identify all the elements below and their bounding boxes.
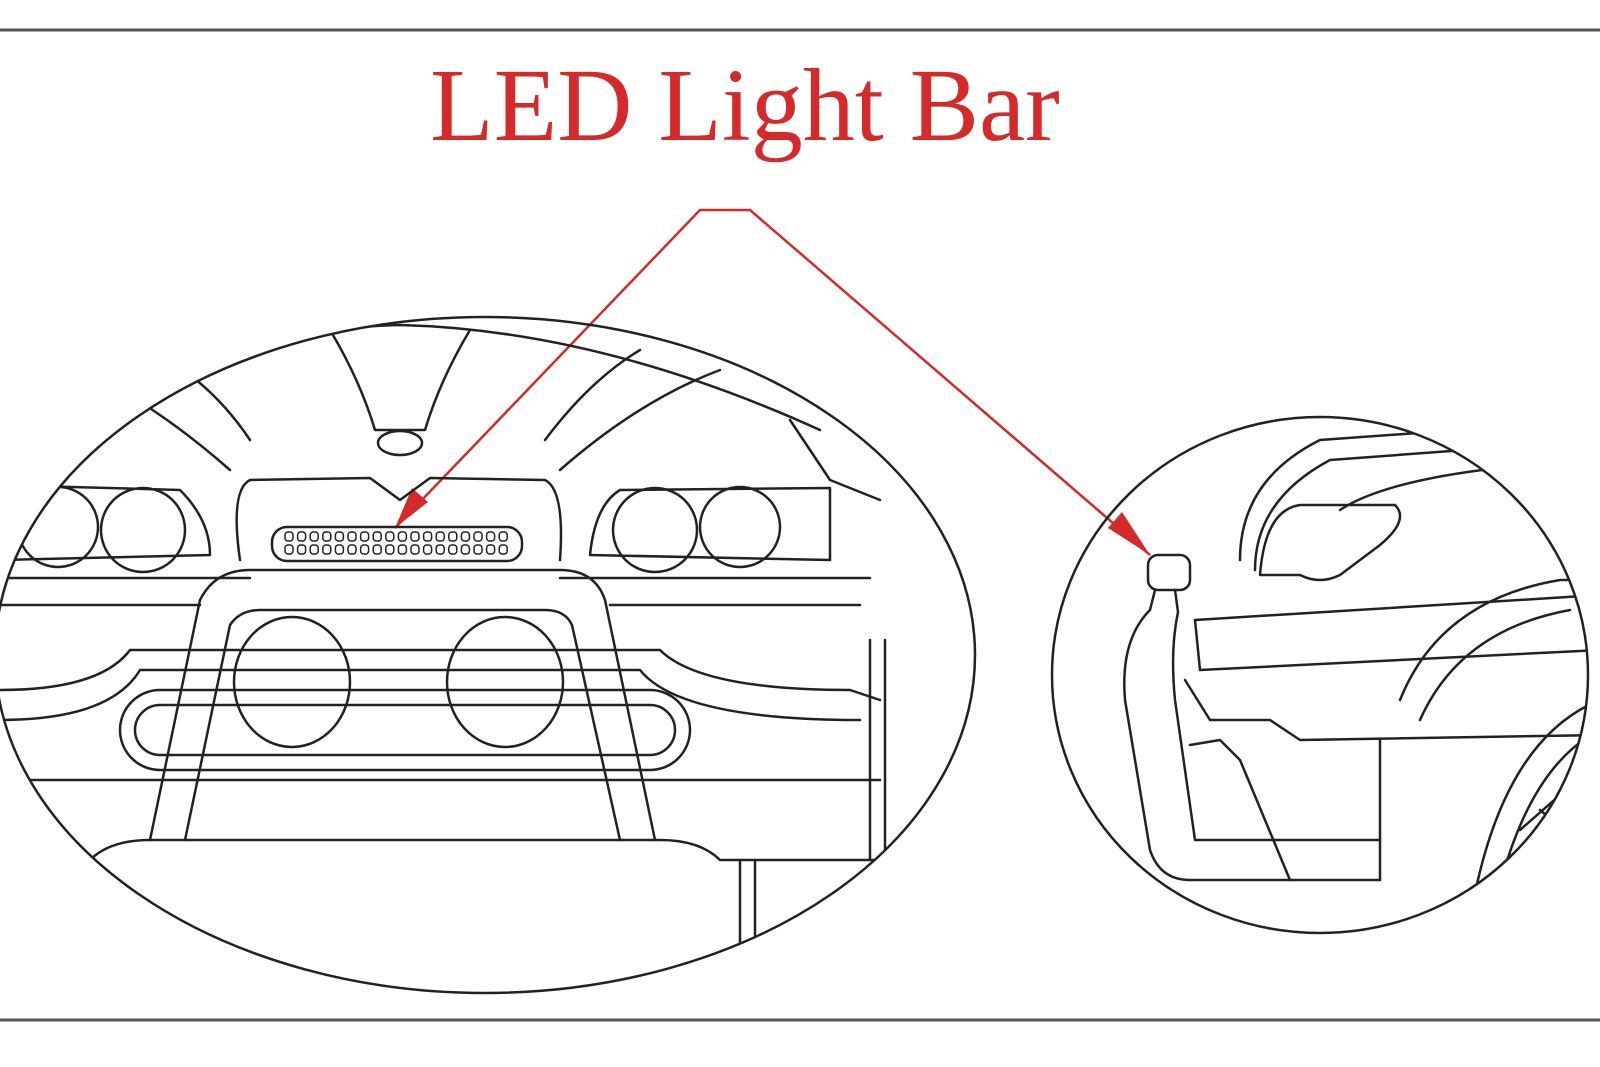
led-dot: [435, 531, 445, 542]
led-dot: [460, 531, 471, 542]
led-dot: [296, 544, 307, 555]
led-dot: [359, 531, 370, 542]
led-dot: [422, 544, 433, 555]
led-dot: [498, 544, 508, 555]
arrowhead-left: [395, 488, 428, 528]
led-dot: [334, 544, 345, 555]
led-dot: [284, 544, 294, 555]
led-dot: [410, 531, 420, 542]
front-view-vehicle: [0, 315, 977, 995]
led-dot: [372, 544, 382, 555]
led-dot: [422, 531, 433, 542]
led-dot: [473, 544, 483, 555]
led-dot: [410, 544, 420, 555]
led-dot: [334, 531, 345, 542]
led-bar: [284, 531, 508, 555]
led-dot: [322, 531, 332, 542]
led-dot: [397, 531, 408, 542]
led-dot: [448, 544, 458, 555]
led-dot: [485, 531, 496, 542]
led-dot: [498, 531, 508, 542]
led-dot: [309, 531, 319, 542]
led-dot: [284, 531, 294, 542]
led-dot: [460, 544, 471, 555]
led-dot: [473, 531, 483, 542]
led-dot: [435, 544, 445, 555]
leader-lines: [394, 208, 1151, 556]
led-dot: [385, 531, 395, 542]
diagram-title: LED Light Bar: [430, 48, 1060, 163]
arrowhead-right: [1108, 512, 1150, 555]
led-dot: [322, 544, 332, 555]
led-dot: [397, 544, 408, 555]
led-dot: [359, 544, 370, 555]
led-dot: [485, 544, 496, 555]
led-dot: [347, 544, 357, 555]
led-dot: [372, 531, 382, 542]
led-dot: [347, 531, 357, 542]
led-dot: [385, 544, 395, 555]
led-dot: [448, 531, 458, 542]
led-dot: [296, 531, 307, 542]
led-dot: [309, 544, 319, 555]
side-view-vehicle: [1050, 415, 1590, 935]
